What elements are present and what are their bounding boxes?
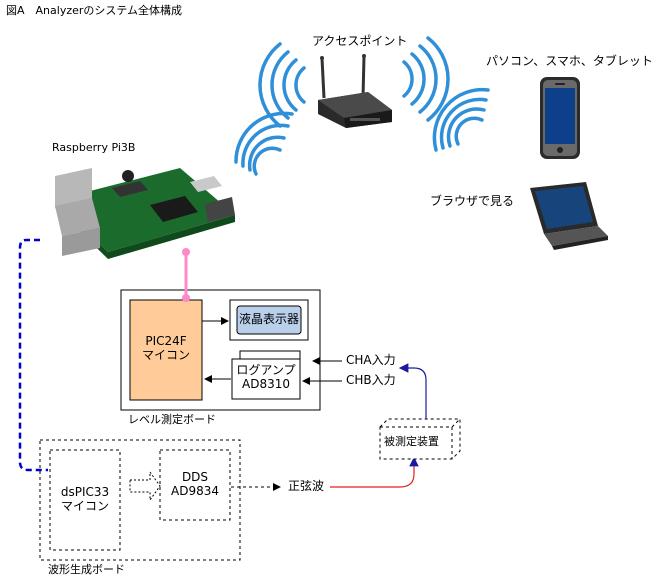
log-amp-box — [231, 358, 301, 400]
pi-to-wave-board-link — [18, 238, 48, 472]
log-amp-line1: ログアンプ — [236, 363, 296, 377]
dspic33-label: dsPIC33 マイコン — [50, 485, 120, 514]
smartphone-icon — [540, 77, 580, 159]
mcu-to-dds-arrow — [129, 470, 161, 502]
dds-line1: DDS — [181, 470, 209, 484]
dspic33-line1: dsPIC33 — [60, 485, 110, 499]
devices-label: パソコン、スマホ、タブレット — [486, 54, 653, 68]
log-amp-label: ログアンプ AD8310 — [232, 363, 300, 392]
laptop-icon — [530, 182, 608, 250]
dut-label: 被測定装置 — [384, 435, 439, 448]
wave-board-label: 波形生成ボード — [48, 563, 125, 576]
lcd-label: 液晶表示器 — [238, 312, 299, 326]
access-point-label: アクセスポイント — [312, 34, 408, 48]
dds-label: DDS AD9834 — [160, 470, 230, 499]
dds-line2: AD9834 — [171, 483, 219, 498]
wave-board-frame — [39, 439, 241, 561]
dspic33-mcu-box — [49, 449, 121, 551]
pic24f-line2: マイコン — [141, 347, 190, 362]
pic24f-label: PIC24F マイコン — [130, 334, 202, 363]
dut-to-chb-signal — [398, 363, 427, 419]
pic24f-mcu-box — [129, 299, 203, 401]
log-amp-line2: AD8310 — [242, 376, 290, 391]
figure-title: 図A Analyzerのシステム全体構成 — [6, 4, 183, 17]
dut-box — [379, 418, 461, 460]
pic24f-line1: PIC24F — [145, 334, 187, 348]
dds-box — [159, 449, 231, 521]
level-board-frame — [120, 289, 321, 411]
wifi-signal-icon — [234, 111, 294, 176]
cha-input-label: CHA入力 — [346, 353, 396, 367]
sine-wave-label: 正弦波 — [288, 479, 325, 493]
raspberry-pi-board-icon — [55, 168, 235, 259]
browser-label: ブラウザで見る — [430, 194, 515, 208]
lcd-display — [236, 305, 302, 335]
router-icon — [318, 54, 392, 128]
level-board-label: レベル測定ボード — [128, 413, 216, 426]
chb-input-label: CHB入力 — [346, 373, 396, 387]
sine-to-dut-signal — [330, 456, 419, 488]
raspberry-pi-label: Raspberry Pi3B — [52, 141, 136, 154]
dspic33-line2: マイコン — [60, 498, 109, 513]
wifi-signal-icon — [258, 36, 450, 128]
wifi-signal-icon — [432, 87, 490, 152]
